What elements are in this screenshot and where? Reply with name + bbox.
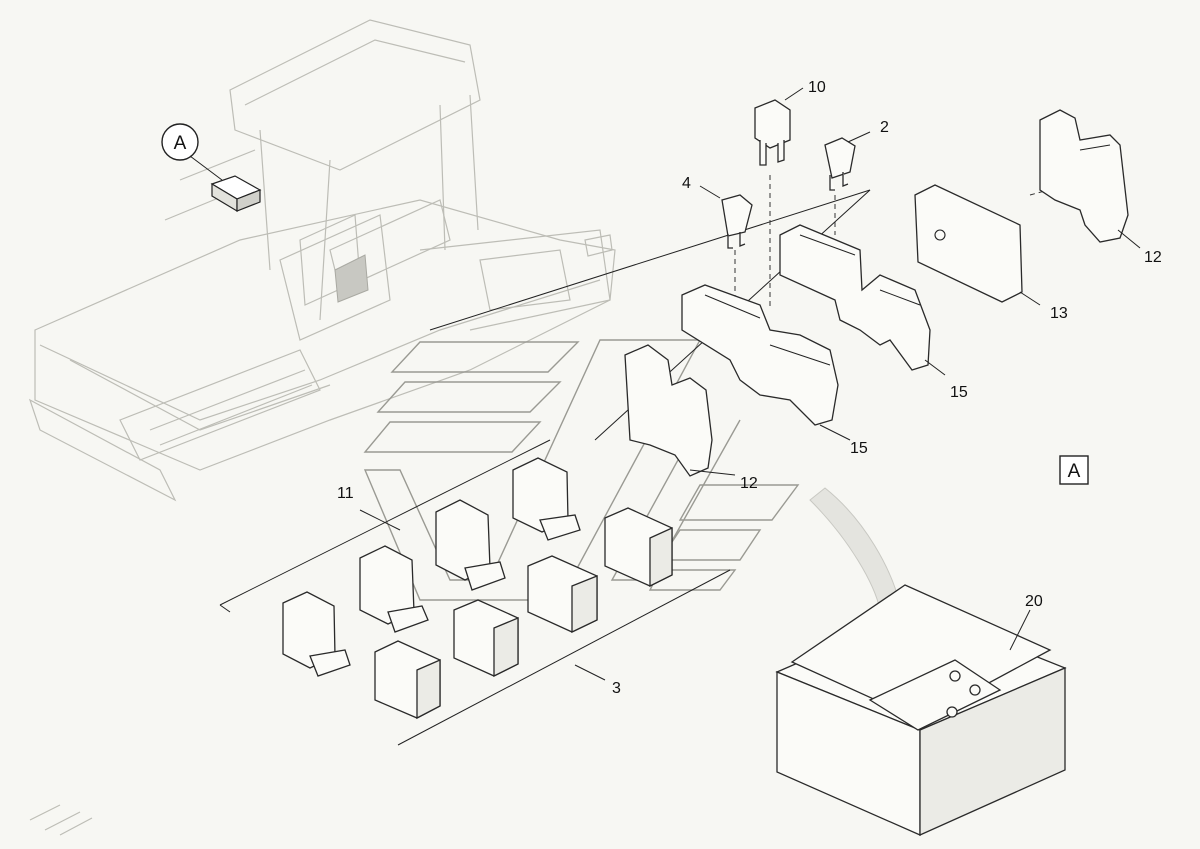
detail-callout-circle: A <box>161 123 262 213</box>
label-12-top: 12 <box>1144 249 1162 266</box>
leader-3 <box>574 664 606 681</box>
detail-label-box: A <box>1059 455 1089 485</box>
label-10: 10 <box>808 79 826 96</box>
relay-small-1 <box>512 457 581 541</box>
label-15-top: 15 <box>950 384 968 401</box>
callout-letter: A <box>174 133 187 154</box>
fuse-4 <box>699 185 753 249</box>
relay-large-2 <box>527 555 598 634</box>
label-11: 11 <box>337 485 354 502</box>
label-13: 13 <box>1050 305 1068 322</box>
label-2: 2 <box>880 119 889 136</box>
watermark-graphic <box>363 339 800 601</box>
relay-large-1 <box>604 507 673 588</box>
part-number-labels: 10 2 4 12 13 15 15 12 11 3 20 <box>337 79 1162 697</box>
fuse-10 <box>754 87 804 166</box>
relay-small-3 <box>359 545 429 633</box>
label-20: 20 <box>1025 593 1043 610</box>
cover-13 <box>914 184 1041 306</box>
cover-12-top <box>1039 109 1141 249</box>
fuse-2 <box>824 131 871 191</box>
label-3: 3 <box>612 680 621 697</box>
relay-large-3 <box>453 599 519 678</box>
paver-machine-outline-icon <box>28 19 616 836</box>
junction-box-20 <box>775 584 1067 837</box>
label-4: 4 <box>682 175 691 192</box>
relay-small-2 <box>435 499 506 591</box>
relay-small-4 <box>282 591 351 677</box>
label-12-mid: 12 <box>740 475 758 492</box>
fuse-holder-15-mid <box>681 284 851 441</box>
label-15-mid: 15 <box>850 440 868 457</box>
detail-letter: A <box>1068 461 1081 482</box>
fuse-holder-15-top <box>779 224 946 376</box>
cover-12-mid <box>624 344 736 477</box>
leader-11 <box>359 509 401 531</box>
relay-large-4 <box>374 640 441 720</box>
